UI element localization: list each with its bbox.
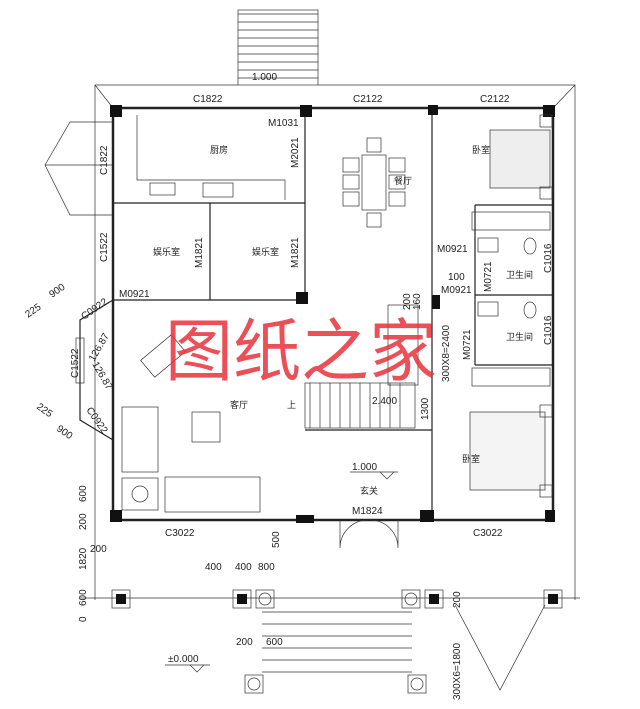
room-ent-1: 娱乐室 — [153, 246, 180, 258]
dimension: 126.87 — [87, 331, 112, 363]
bed-lower[interactable] — [469, 404, 553, 498]
sofa-set[interactable] — [121, 334, 261, 513]
dimension: 1820 — [78, 547, 89, 570]
window-code: C1822 — [193, 94, 223, 105]
bay-window — [75, 299, 114, 441]
elevation: 2.400 — [372, 396, 397, 407]
dimension: 300X8=2400 — [441, 325, 452, 382]
wardrobes — [471, 211, 551, 387]
door-code: M1821 — [194, 237, 205, 268]
bath-fixtures — [477, 237, 537, 319]
dimension: 200 — [402, 293, 413, 310]
stair-up-label: 上 — [287, 400, 296, 411]
dimension: 200 — [452, 591, 463, 608]
window-code: C1822 — [99, 145, 110, 175]
door-code: M0921 — [441, 285, 472, 296]
porch — [111, 589, 563, 694]
door-code: M0721 — [462, 329, 473, 360]
watermark: 图纸之家 — [165, 313, 437, 392]
window-code: C1522 — [99, 232, 110, 262]
dimension: 200 — [236, 637, 253, 648]
door-code: M1031 — [268, 118, 299, 129]
walls — [110, 105, 555, 523]
door-code: M1821 — [290, 237, 301, 268]
dimension: 300X6=1800 — [452, 643, 463, 700]
dimension: 0 — [78, 616, 89, 622]
window-code: C1016 — [543, 243, 554, 273]
room-dining: 餐厅 — [394, 175, 412, 187]
main-door[interactable] — [339, 519, 399, 549]
dimension: 200 — [90, 544, 107, 555]
window-code: C2122 — [353, 94, 383, 105]
dimension: 800 — [258, 562, 275, 573]
room-living: 客厅 — [230, 399, 248, 411]
dimension: 100 — [448, 272, 465, 283]
dimension: 225 — [34, 401, 54, 420]
window-code: C3022 — [165, 528, 195, 539]
door-code: M2021 — [290, 137, 301, 168]
room-bath-2: 卫生间 — [506, 331, 533, 343]
dimension: 600 — [78, 485, 89, 502]
window-code: C1016 — [543, 315, 554, 345]
dimension: 900 — [54, 423, 74, 442]
elevation: ±0.000 — [168, 654, 199, 665]
door-code: M0921 — [119, 289, 150, 300]
room-bedroom-1: 卧室 — [472, 144, 490, 156]
dimension: 900 — [47, 282, 67, 301]
dimension: 400 — [205, 562, 222, 573]
dimension: 160 — [412, 293, 423, 310]
window-code: C1522 — [70, 348, 81, 378]
room-foyer: 玄关 — [360, 485, 378, 497]
room-ent-2: 娱乐室 — [252, 246, 279, 258]
outline — [80, 84, 580, 600]
dimension: 200 — [78, 513, 89, 530]
door-code: M0921 — [437, 244, 468, 255]
window-code: C0922 — [84, 405, 110, 436]
room-kitchen: 厨房 — [210, 144, 228, 156]
door-code: M0721 — [483, 261, 494, 292]
dimension: 126.87 — [89, 360, 114, 392]
window-code: C2122 — [480, 94, 510, 105]
bed-upper[interactable] — [489, 114, 553, 200]
elevation: 1.000 — [352, 462, 377, 473]
dimension: 600 — [266, 637, 283, 648]
room-bath-1: 卫生间 — [506, 269, 533, 281]
door-code: M1824 — [352, 506, 383, 517]
dimension: 1300 — [420, 397, 431, 420]
dimension: 400 — [235, 562, 252, 573]
staircase[interactable] — [304, 304, 419, 429]
back-steps — [237, 9, 319, 86]
room-bedroom-2: 卧室 — [462, 453, 480, 465]
dimension: 500 — [271, 531, 282, 548]
dimension: 225 — [23, 302, 43, 321]
dimension: 600 — [78, 589, 89, 606]
dining-table[interactable] — [342, 137, 406, 228]
window-code: C3022 — [473, 528, 503, 539]
kitchen-counter — [136, 115, 286, 200]
elevation: 1.000 — [252, 72, 277, 83]
